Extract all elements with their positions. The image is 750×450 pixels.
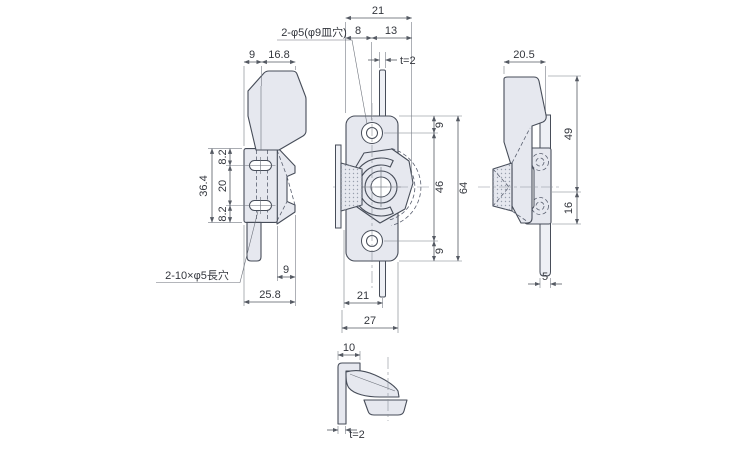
left-side-view: 9 16.8 36.4 8.2 20 8.2 9 25.8 2-10×φ5長穴 xyxy=(156,49,307,306)
dim-right-20-5: 20.5 xyxy=(513,49,534,61)
dim-front-21-top: 21 xyxy=(372,5,384,17)
latch-body-plan xyxy=(345,370,400,398)
dim-front-9-top: 9 xyxy=(434,122,446,128)
dim-front-9-bottom: 9 xyxy=(434,248,446,254)
dim-front-8: 8 xyxy=(355,25,361,37)
dim-front-64: 64 xyxy=(458,182,470,194)
dim-left-8-2-top: 8.2 xyxy=(217,149,229,164)
dim-left-25-8: 25.8 xyxy=(259,289,280,301)
tongue-tail xyxy=(246,221,262,262)
lever-profile xyxy=(247,70,307,151)
dim-bottom-10: 10 xyxy=(343,342,355,354)
note-thickness-bottom: t=2 xyxy=(349,429,365,441)
angle-bracket xyxy=(337,362,361,425)
dim-front-21-bottom: 21 xyxy=(357,290,369,302)
dim-left-36-4: 36.4 xyxy=(198,175,210,196)
base-pad-plan xyxy=(363,399,408,416)
bottom-view: 10 t=2 xyxy=(327,342,408,441)
note-thickness-top: t=2 xyxy=(400,55,416,67)
note-countersunk-holes: 2-φ5(φ9皿穴) xyxy=(281,25,347,39)
dim-right-5: 5 xyxy=(542,271,548,283)
dim-left-top-9: 9 xyxy=(249,49,255,61)
dim-left-top-16-8: 16.8 xyxy=(268,49,289,61)
right-side-view: 20.5 49 16 5 xyxy=(478,49,581,288)
keeper-profile xyxy=(276,146,296,225)
dim-front-27: 27 xyxy=(364,315,376,327)
dim-right-16: 16 xyxy=(563,202,575,214)
front-view: 21 8 13 t=2 2-φ5(φ9皿穴) 9 46 9 64 21 27 xyxy=(277,5,470,333)
dim-left-bottom-9: 9 xyxy=(283,264,289,276)
dim-right-49: 49 xyxy=(563,128,575,140)
note-slot-holes: 2-10×φ5長穴 xyxy=(165,268,229,282)
dim-left-20: 20 xyxy=(217,180,229,192)
lever-profile-right xyxy=(503,76,547,224)
dim-front-46: 46 xyxy=(434,181,446,193)
handle-plate xyxy=(335,144,342,229)
dim-left-8-2-bottom: 8.2 xyxy=(217,206,229,221)
dim-front-13: 13 xyxy=(385,25,397,37)
